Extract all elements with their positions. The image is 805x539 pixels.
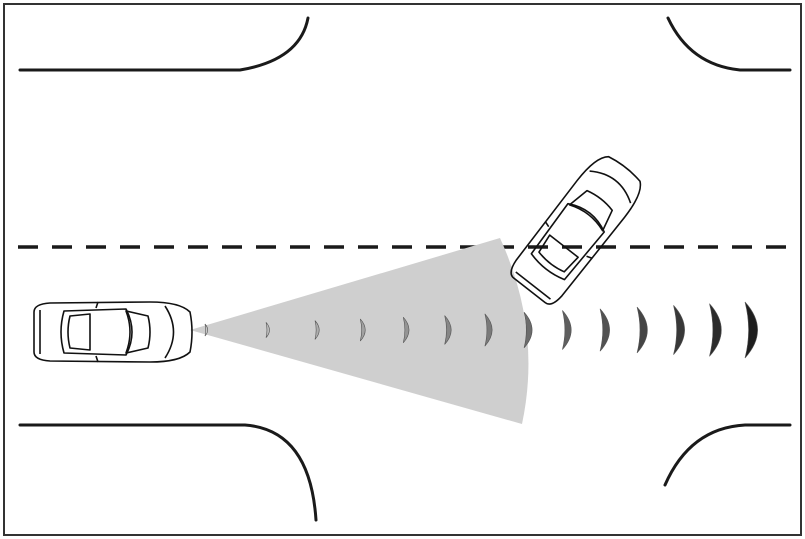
curb-bottom-left — [18, 423, 318, 522]
radar-wave-arc — [709, 303, 722, 357]
curb-bottom-right — [663, 423, 792, 487]
radar-wave-arc — [673, 305, 685, 355]
radar-waves — [204, 301, 758, 359]
radar-wave-arc — [314, 320, 320, 340]
other-car — [510, 155, 642, 305]
radar-wave-arc — [444, 315, 452, 345]
sensor-detection-cone — [190, 238, 529, 424]
radar-wave-arc — [744, 301, 758, 359]
radar-wave-arc — [265, 322, 270, 338]
ego-car — [33, 301, 193, 363]
radar-wave-arc — [636, 306, 648, 354]
radar-wave-arc — [484, 313, 493, 347]
radar-wave-arc — [562, 310, 572, 350]
radar-wave-arc — [402, 317, 410, 343]
curb-top-left — [18, 16, 310, 72]
curb-top-right — [666, 16, 792, 72]
radar-wave-arc — [359, 318, 366, 342]
radar-wave-arc — [599, 308, 610, 352]
radar-wave-arc — [523, 311, 533, 349]
radar-wave-arc — [204, 323, 208, 337]
